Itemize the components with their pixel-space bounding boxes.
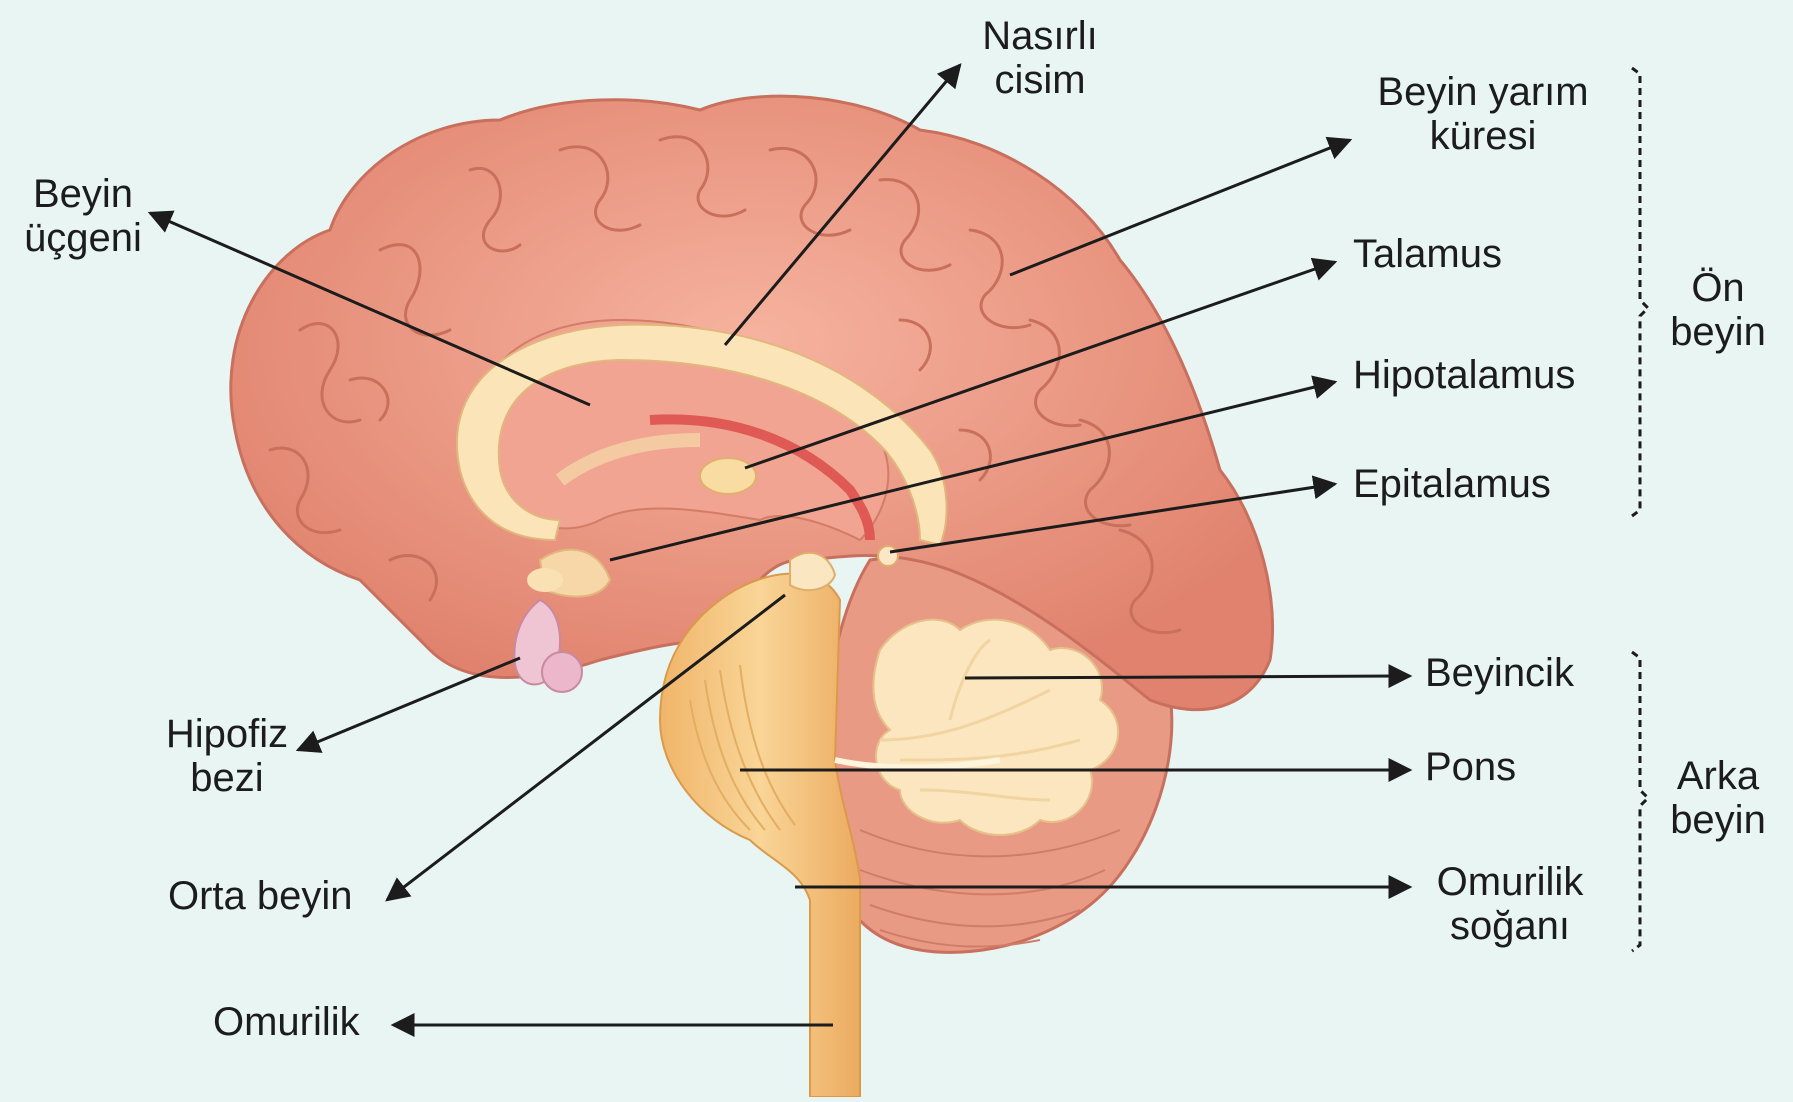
label-hypothalamus: Hipotalamus <box>1353 353 1575 397</box>
thalamus-shape <box>700 458 756 494</box>
label-spinal-cord: Omurilik <box>213 1000 360 1044</box>
group-brackets <box>1632 68 1648 951</box>
brainstem-shape <box>660 574 860 1097</box>
label-epithalamus: Epitalamus <box>1353 462 1551 506</box>
label-cerebellum: Beyincik <box>1425 651 1574 695</box>
label-pons: Pons <box>1425 745 1516 789</box>
label-midbrain: Orta beyin <box>168 874 353 918</box>
label-thalamus: Talamus <box>1353 232 1502 276</box>
pituitary-shape <box>542 652 582 692</box>
